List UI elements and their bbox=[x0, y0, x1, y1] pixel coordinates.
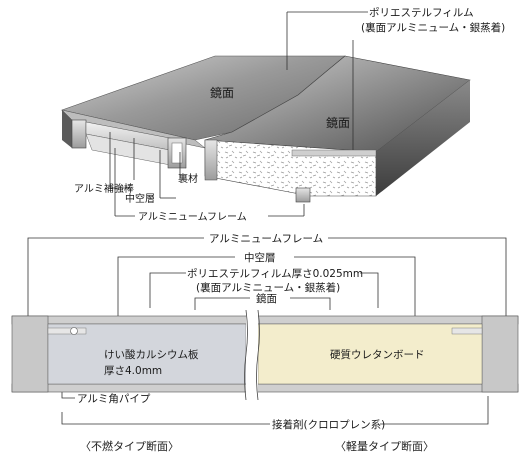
bottom-film-label-line2: (裏面アルミニューム・銀蒸着) bbox=[196, 281, 340, 294]
isometric-panel-illustration bbox=[60, 55, 471, 203]
bottom-film-label-line1: ポリエステルフィルム厚さ0.025mm bbox=[187, 268, 363, 280]
bottom-hollow-layer-label: 中空層 bbox=[244, 251, 276, 264]
top-alu-reinforce-label: アルミ補強棒 bbox=[74, 182, 134, 195]
break-mark-right bbox=[256, 309, 260, 401]
break-mark-left bbox=[244, 309, 248, 401]
caption-nonflammable: 〈不燃タイプ断面〉 bbox=[80, 439, 179, 453]
caption-lightweight: 〈軽量タイプ断面〉 bbox=[335, 439, 434, 453]
frame-bottom-band bbox=[11, 383, 519, 393]
top-film-label-line2: (裏面アルミニューム・銀蒸着) bbox=[361, 21, 505, 34]
right-panel-side bbox=[376, 80, 470, 196]
frame-top-band bbox=[11, 315, 519, 325]
bottom-cross-section bbox=[11, 308, 519, 401]
calcium-board-label-line1: けい酸カルシウム板 bbox=[104, 348, 199, 361]
left-end-section bbox=[62, 110, 72, 148]
calcium-board-label-line2: 厚さ4.0mm bbox=[104, 365, 162, 377]
alu-pipe-right bbox=[451, 327, 483, 335]
top-mirror-left-label: 鏡面 bbox=[210, 85, 234, 100]
alu-pipe-left bbox=[47, 327, 87, 335]
urethane-board-label: 硬質ウレタンボード bbox=[330, 348, 425, 361]
left-frame bbox=[11, 315, 49, 393]
right-frame-bottom bbox=[295, 187, 311, 203]
bottom-mirror-label: 鏡面 bbox=[256, 292, 277, 305]
bottom-dimension-lines bbox=[27, 237, 507, 425]
top-hollow-layer-label: 中空層 bbox=[125, 192, 155, 205]
top-core-material-label: 裏材 bbox=[178, 172, 198, 185]
left-frame-section bbox=[71, 119, 87, 149]
right-frame bbox=[481, 315, 519, 393]
top-leaders bbox=[109, 11, 368, 217]
top-mirror-right-label: 鏡面 bbox=[326, 115, 350, 130]
top-film-label-line1: ポリエステルフィルム bbox=[369, 7, 474, 19]
top-alu-frame-label: アルミニュームフレーム bbox=[138, 211, 247, 223]
alu-pipe-label: アルミ角パイプ bbox=[77, 393, 151, 405]
bottom-alu-frame-label: アルミニュームフレーム bbox=[209, 233, 323, 245]
adhesive-label: 接着剤(クロロプレン系) bbox=[272, 418, 385, 431]
alu-pipe-end-left bbox=[70, 327, 78, 335]
urethane-board bbox=[257, 323, 483, 385]
